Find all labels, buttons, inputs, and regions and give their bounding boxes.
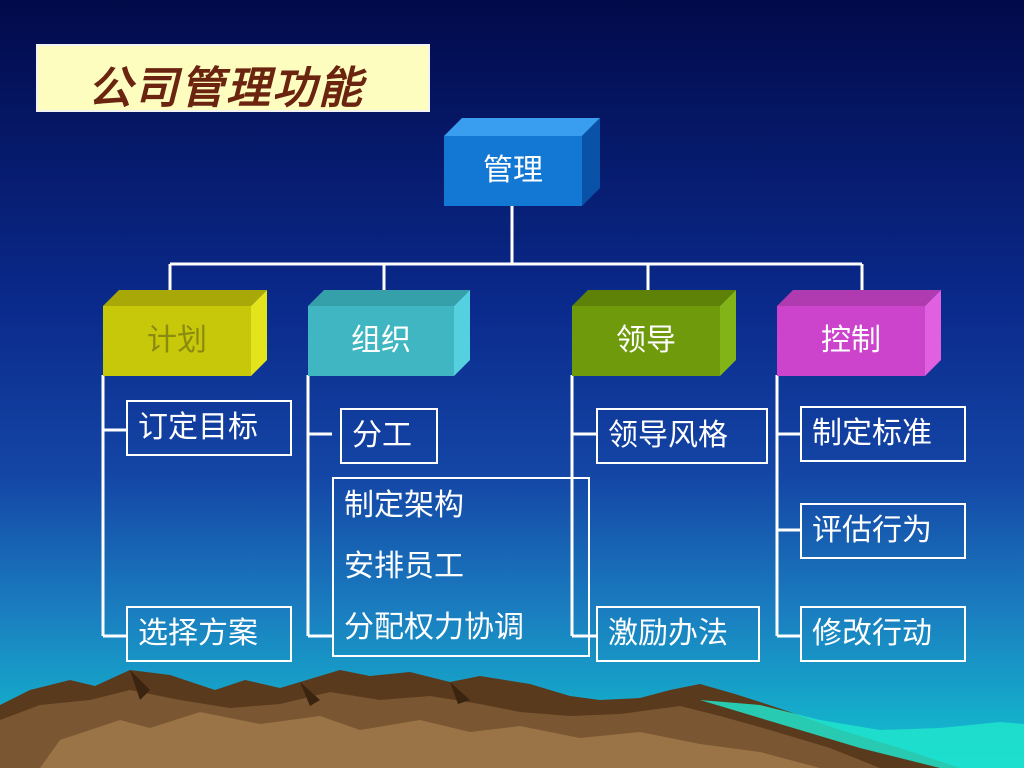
leaf-plan-1: 订定目标 [126,400,292,456]
branch-label-organize: 组织 [351,323,411,358]
leaf-control-2: 评估行为 [800,503,966,559]
root-node-label: 管理 [483,153,543,188]
branch-node-lead: 领导 [572,290,736,376]
branch-node-control: 控制 [777,290,941,376]
branch-node-organize: 组织 [308,290,470,376]
leaf-lead-1: 领导风格 [596,408,768,464]
root-node: 管理 [444,118,600,206]
page-title: 公司管理功能 [88,63,364,114]
leaf-organize-group: 制定架构 安排员工 分配权力协调 [332,477,590,657]
branch-node-plan: 计划 [103,290,267,376]
leaf-organize-1: 分工 [340,408,438,464]
leaf-lead-2: 激励办法 [596,606,760,662]
title-box: 公司管理功能 [36,44,430,114]
leaf-organize-group-item-2: 安排员工 [344,549,464,584]
leaf-plan-2: 选择方案 [126,606,292,662]
leaf-organize-group-item-3: 分配权力协调 [344,610,524,645]
leaf-control-1: 制定标准 [800,406,966,462]
leaf-organize-group-item-1: 制定架构 [344,488,464,523]
branch-label-control: 控制 [821,323,881,358]
branch-label-plan: 计划 [147,323,207,358]
leaf-control-3: 修改行动 [800,606,966,662]
branch-label-lead: 领导 [616,323,676,358]
